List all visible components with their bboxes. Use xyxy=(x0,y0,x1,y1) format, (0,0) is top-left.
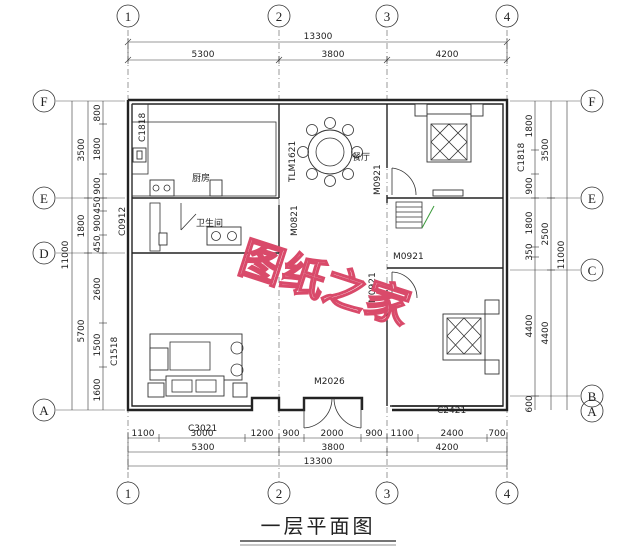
right-outer-3: 4400 xyxy=(541,321,551,344)
kitchen-room xyxy=(131,103,277,197)
grid-label-1-bottom: 1 xyxy=(125,486,132,501)
door-tag-m2026: M2026 xyxy=(314,377,345,387)
left-inner-3: 900 xyxy=(93,177,103,194)
grid-label-4-top: 4 xyxy=(504,9,511,24)
overall-width-bottom: 13300 xyxy=(304,457,333,467)
window-tag-c1518: C1518 xyxy=(110,337,120,366)
dining-area xyxy=(297,117,363,187)
left-outer-3: 5700 xyxy=(77,319,87,342)
bottom-detail-9: 700 xyxy=(488,429,505,439)
top-span-1: 5300 xyxy=(192,50,215,60)
window-tag-c3021: C3021 xyxy=(188,424,217,434)
grid-label-F-left: F xyxy=(40,94,47,109)
right-outer-1: 3500 xyxy=(541,138,551,161)
plan-title: 一层平面图 xyxy=(261,514,376,538)
grid-bubble-4-top xyxy=(495,4,519,28)
right-outer-2: 2500 xyxy=(541,222,551,245)
left-inner-6: 450 xyxy=(93,235,103,252)
grid-bubble-2-top xyxy=(267,4,291,28)
door-tag-tlm1621: TLM1621 xyxy=(288,141,298,183)
right-overall-height: 11000 xyxy=(557,240,567,269)
kitchen-label: 厨房 xyxy=(192,172,210,184)
bedroom-upper xyxy=(391,103,484,197)
bottom-detail-8: 2400 xyxy=(441,429,464,439)
window-tag-c2421: C2421 xyxy=(437,406,466,416)
bottom-span-2: 3800 xyxy=(322,443,345,453)
grid-label-C-right: C xyxy=(588,263,597,278)
top-span-2: 3800 xyxy=(322,50,345,60)
right-inner-2: 900 xyxy=(525,177,535,194)
left-inner-7: 2600 xyxy=(93,277,103,300)
left-inner-4: 450 xyxy=(93,196,103,213)
grid-label-A-right: A xyxy=(587,404,597,419)
right-dimensions xyxy=(531,101,568,410)
living-room xyxy=(147,333,362,429)
grid-bubble-3-bottom xyxy=(375,481,399,505)
right-inner-4: 350 xyxy=(525,243,535,260)
grid-bubble-2-bottom xyxy=(267,481,291,505)
row-bubbles-left: F E D A xyxy=(32,89,56,422)
right-inner-3: 1800 xyxy=(525,211,535,234)
top-dimensions xyxy=(124,38,511,64)
dining-label: 餐厅 xyxy=(352,151,370,163)
bottom-detail-6: 900 xyxy=(365,429,382,439)
top-span-3: 4200 xyxy=(436,50,459,60)
grid-label-E-right: E xyxy=(588,191,596,206)
grid-label-2-bottom: 2 xyxy=(276,486,283,501)
right-inner-1: 1800 xyxy=(525,114,535,137)
bottom-detail-2: 3000 xyxy=(191,429,214,439)
bottom-detail-4: 900 xyxy=(282,429,299,439)
bottom-span-1: 5300 xyxy=(192,443,215,453)
grid-label-E-left: E xyxy=(40,191,48,206)
left-dimensions xyxy=(71,101,107,410)
bathroom-label: 卫生间 xyxy=(196,217,223,229)
right-inner-6: 600 xyxy=(525,395,535,412)
watermark-text: 图纸之家 xyxy=(233,233,416,336)
left-inner-8: 1500 xyxy=(93,333,103,356)
door-tag-m0921-mid: M0921 xyxy=(393,252,424,262)
left-inner-5: 900 xyxy=(93,214,103,231)
bottom-dimensions xyxy=(127,432,508,470)
bottom-detail-5: 2000 xyxy=(321,429,344,439)
grid-label-D-left: D xyxy=(39,246,48,261)
window-tag-c0912: C0912 xyxy=(118,207,128,236)
bottom-detail-1: 1100 xyxy=(132,429,155,439)
grid-label-3-top: 3 xyxy=(384,9,391,24)
window-tag-c1818-right: C1818 xyxy=(517,143,527,172)
grid-bubble-1-bottom xyxy=(116,481,140,505)
grid-label-B-right: B xyxy=(588,389,597,404)
grid-bubble-3-top xyxy=(375,4,399,28)
left-outer-2: 1800 xyxy=(77,214,87,237)
left-inner-9: 1600 xyxy=(93,378,103,401)
grid-label-1-top: 1 xyxy=(125,9,132,24)
overall-width-top: 13300 xyxy=(304,32,333,42)
right-inner-5: 4400 xyxy=(525,314,535,337)
interior-walls xyxy=(132,104,503,407)
bottom-span-3: 4200 xyxy=(436,443,459,453)
column-bubbles-bottom: 1 2 3 4 xyxy=(116,481,519,505)
row-bubbles-right: F E C B A xyxy=(580,89,604,423)
bathroom-room xyxy=(149,202,242,252)
stair-steps xyxy=(395,201,435,229)
grid-label-A-left: A xyxy=(39,403,49,418)
bottom-detail-3: 1200 xyxy=(251,429,274,439)
window-tag-c1818-left: C1818 xyxy=(138,113,148,142)
grid-label-3-bottom: 3 xyxy=(384,486,391,501)
grid-label-2-top: 2 xyxy=(276,9,283,24)
bedroom-lower xyxy=(391,271,500,375)
left-overall-height: 11000 xyxy=(61,240,71,269)
column-bubbles-top: 1 2 3 4 xyxy=(116,4,519,28)
bottom-detail-7: 1100 xyxy=(391,429,414,439)
grid-label-4-bottom: 4 xyxy=(504,486,511,501)
door-tag-m0821: M0821 xyxy=(290,205,300,236)
left-inner-2: 1800 xyxy=(93,137,103,160)
door-tag-m0921-top: M0921 xyxy=(373,164,383,195)
grid-label-F-right: F xyxy=(588,94,595,109)
grid-bubble-1-top xyxy=(116,4,140,28)
door-tag-m0921-low: M0921 xyxy=(368,272,378,303)
left-outer-1: 3500 xyxy=(77,138,87,161)
grid-bubble-4-bottom xyxy=(495,481,519,505)
left-inner-1: 800 xyxy=(93,104,103,121)
